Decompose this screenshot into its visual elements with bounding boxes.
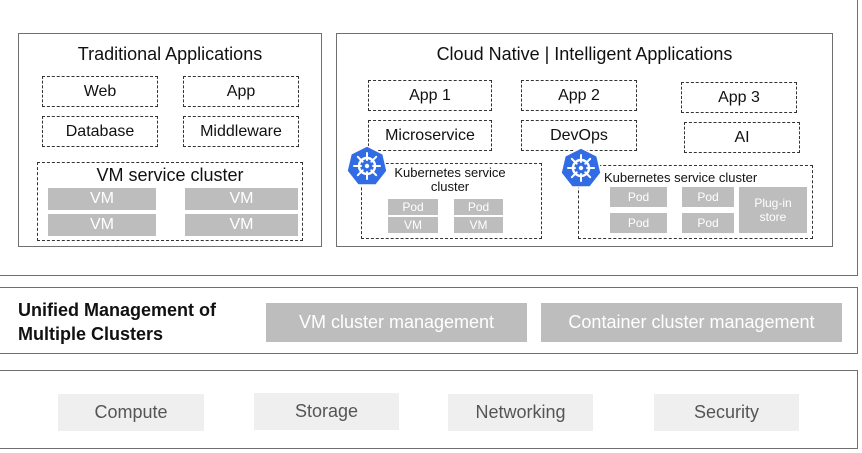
- vm-cluster-management: VM cluster management: [266, 303, 527, 342]
- app-box-app: App: [183, 76, 299, 107]
- pod-block: Pod: [682, 187, 734, 207]
- vm-block: VM: [388, 217, 438, 233]
- plugin-store-block: Plug-in store: [739, 187, 807, 233]
- kubernetes-icon: [346, 145, 388, 186]
- vm-block: VM: [185, 188, 298, 210]
- pod-block: Pod: [454, 199, 503, 215]
- app-box-web: Web: [42, 76, 158, 107]
- app-box-app-2: App 2: [521, 80, 637, 111]
- vm-block: VM: [48, 214, 156, 236]
- management-layer: [0, 287, 858, 354]
- vm-block: VM: [185, 214, 298, 236]
- kubernetes-cluster-left-title: Kubernetes service cluster: [394, 165, 506, 194]
- app-box-app-3: App 3: [681, 82, 797, 113]
- vm-block: VM: [454, 217, 503, 233]
- kubernetes-cluster-right-title: Kubernetes service cluster: [604, 170, 758, 185]
- traditional-applications-panel: [18, 33, 322, 247]
- compute-block: Compute: [58, 394, 204, 431]
- vm-block: VM: [48, 188, 156, 210]
- pod-block: Pod: [610, 187, 667, 207]
- traditional-applications-title: Traditional Applications: [77, 43, 263, 64]
- vm-service-cluster-title: VM service cluster: [96, 164, 244, 185]
- kubernetes-service-cluster-left: [361, 163, 542, 239]
- app-box-database: Database: [42, 116, 158, 147]
- app-box-app-1: App 1: [368, 80, 492, 111]
- storage-block: Storage: [254, 393, 399, 430]
- application-layer: [0, 0, 858, 276]
- kubernetes-service-cluster-right: [578, 165, 813, 239]
- cloud-native-title: Cloud Native | Intelligent Applications: [436, 43, 733, 64]
- service-box-microservice: Microservice: [368, 120, 492, 151]
- container-cluster-management: Container cluster management: [541, 303, 842, 342]
- infrastructure-layer: [0, 370, 858, 449]
- vm-service-cluster: [37, 162, 303, 241]
- pod-block: Pod: [682, 213, 734, 233]
- management-title: Unified Management of Multiple Clusters: [18, 300, 217, 344]
- kubernetes-icon: [560, 147, 602, 188]
- security-block: Security: [654, 394, 799, 431]
- pod-block: Pod: [388, 199, 438, 215]
- service-box-ai: AI: [684, 122, 800, 153]
- pod-block: Pod: [610, 213, 667, 233]
- cloud-native-panel: [336, 33, 833, 247]
- networking-block: Networking: [448, 394, 593, 431]
- app-box-middleware: Middleware: [183, 116, 299, 147]
